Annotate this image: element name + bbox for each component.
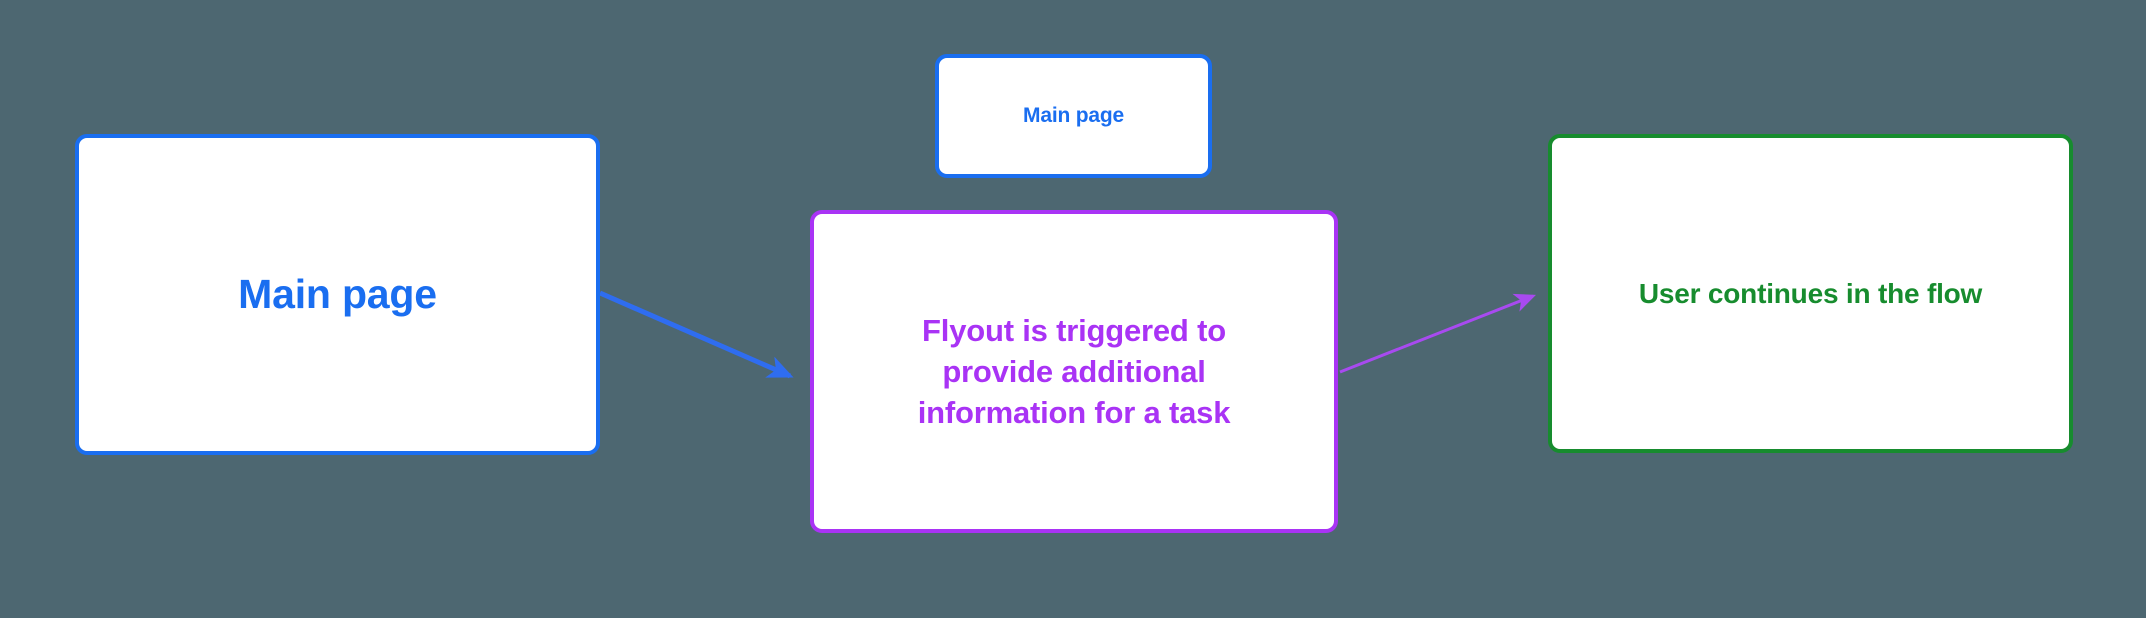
arrow-flyout-to-user-continues xyxy=(1339,293,1537,374)
node-user-continues-label: User continues in the flow xyxy=(1638,277,1983,309)
arrow-main-page-to-flyout xyxy=(598,290,794,379)
node-main-page-left[interactable]: Main page xyxy=(75,134,600,455)
node-flyout[interactable]: Flyout is triggered to provide additiona… xyxy=(810,210,1338,533)
node-user-continues[interactable]: User continues in the flow xyxy=(1548,134,2073,453)
node-main-page-left-label: Main page xyxy=(238,271,437,318)
node-flyout-label: Flyout is triggered to provide additiona… xyxy=(917,312,1231,431)
node-main-page-top[interactable]: Main page xyxy=(935,54,1212,178)
node-main-page-top-label: Main page xyxy=(1023,104,1124,128)
